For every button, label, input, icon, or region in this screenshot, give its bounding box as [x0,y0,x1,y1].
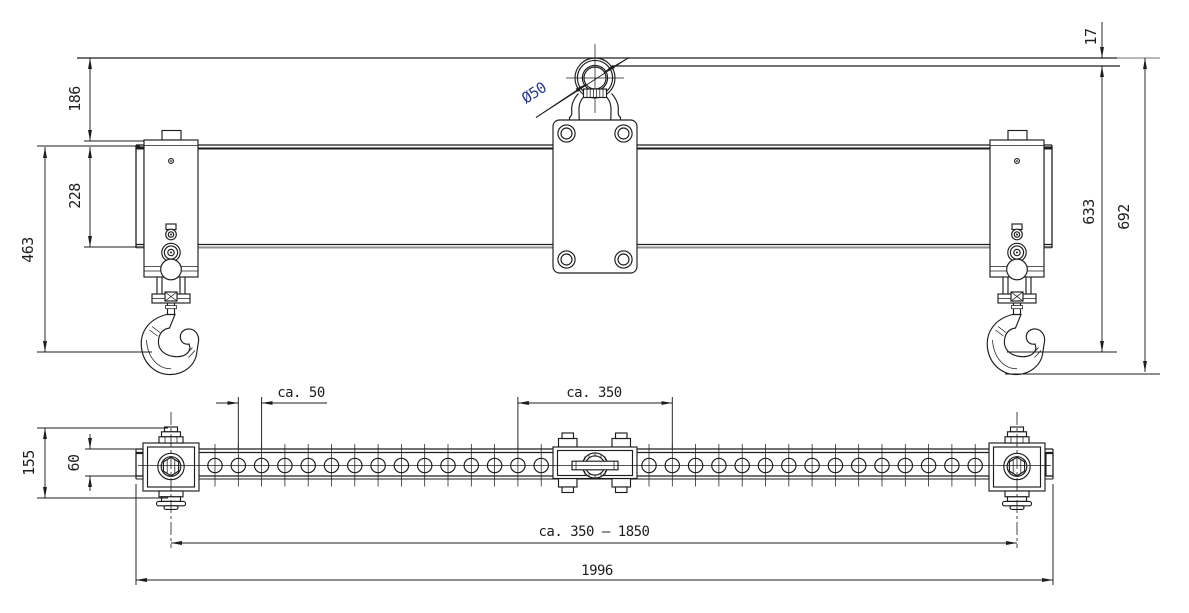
dim-label-17: 17 [1082,28,1100,45]
plan-dimensions: ca. 50 ca. 350 155 60 ca. 350 – 1850 199… [20,385,1054,585]
beam-end-cap-left [135,146,145,248]
beam-end-cap-right-plan [1045,452,1054,477]
center-clamp-front [552,119,638,274]
beam-end-cap-right [1043,146,1053,248]
eye-centerline [566,44,624,113]
dim-label-692: 692 [1115,204,1133,230]
beam-end-cap-left-plan [135,452,144,477]
dim-label-463: 463 [19,237,37,263]
dim-label-633: 633 [1080,199,1098,225]
dim-label-span-range: ca. 350 – 1850 [538,524,649,540]
end-clamp-hook-left [140,129,200,376]
dim-label-diameter: Ø50 [518,78,550,107]
dim-label-228: 228 [66,183,84,209]
end-clamp-hook-right [986,129,1046,376]
lifting-eye-assembly [552,44,638,274]
center-clamp-plan [552,432,638,494]
center-clamp-bolts [557,124,633,269]
front-dimensions: 186 228 463 17 633 692 [19,22,1160,375]
dim-label-pitch: ca. 50 [277,385,325,401]
dim-label-total-length: 1996 [581,563,613,579]
front-view: Ø50 186 228 463 17 633 692 [19,22,1160,376]
dim-label-60: 60 [65,454,83,472]
plan-view: ca. 50 ca. 350 155 60 ca. 350 – 1850 199… [20,385,1054,585]
dim-label-186: 186 [66,86,84,112]
dim-label-155: 155 [20,450,38,476]
dim-label-min-span: ca. 350 [566,385,622,401]
